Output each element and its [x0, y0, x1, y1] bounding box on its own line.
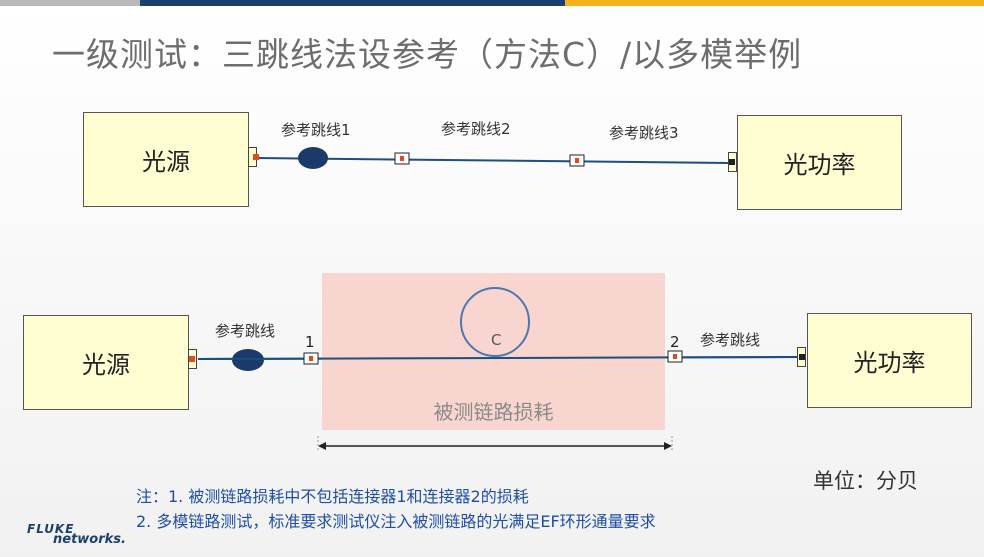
top-power-meter-box: 光功率 — [737, 115, 902, 210]
top-cord3-label: 参考跳线3 — [609, 124, 679, 142]
top-meter-port — [728, 152, 737, 172]
bottom-left-cord-label: 参考跳线 — [215, 322, 276, 340]
bottom-light-source-label: 光源 — [82, 351, 130, 379]
loop-label: C — [491, 331, 502, 349]
note-line-2: 2. 多模链路测试，标准要求测试仪注入被测链路的光满足EF环形通量要求 — [136, 512, 656, 531]
bottom-meter-port — [797, 347, 806, 367]
top-accent-bar-navy — [140, 0, 565, 6]
bottom-mandrel-icon — [232, 349, 264, 371]
top-accent-bar-gray — [0, 0, 140, 6]
connector-1-number: 1 — [305, 333, 315, 351]
top-mandrel-icon — [298, 147, 328, 169]
unit-label: 单位：分贝 — [813, 469, 918, 493]
top-cord2-label: 参考跳线2 — [441, 120, 511, 138]
top-source-port — [248, 147, 259, 167]
note-line-1: 注：1. 被测链路损耗中不包括连接器1和连接器2的损耗 — [136, 487, 529, 506]
top-cord1-label: 参考跳线1 — [281, 121, 351, 139]
bottom-power-meter-label: 光功率 — [853, 349, 926, 377]
bottom-light-source-box: 光源 — [23, 315, 189, 410]
bottom-power-meter-box: 光功率 — [807, 313, 972, 408]
dut-loss-label: 被测链路损耗 — [433, 400, 554, 424]
connector-2-number: 2 — [670, 333, 680, 351]
link-under-test-area — [322, 273, 665, 430]
bottom-right-cord-label: 参考跳线 — [700, 331, 761, 349]
slide-title: 一级测试：三跳线法设参考（方法C）/以多模举例 — [52, 35, 803, 74]
bottom-source-port — [188, 349, 197, 369]
top-light-source-box: 光源 — [83, 112, 249, 207]
top-fiber-line — [255, 157, 731, 164]
fluke-networks-logo: FLUKE networks. — [27, 522, 126, 547]
top-accent-bar-gold — [565, 0, 984, 6]
top-power-meter-label: 光功率 — [783, 151, 856, 179]
top-light-source-label: 光源 — [142, 148, 190, 176]
